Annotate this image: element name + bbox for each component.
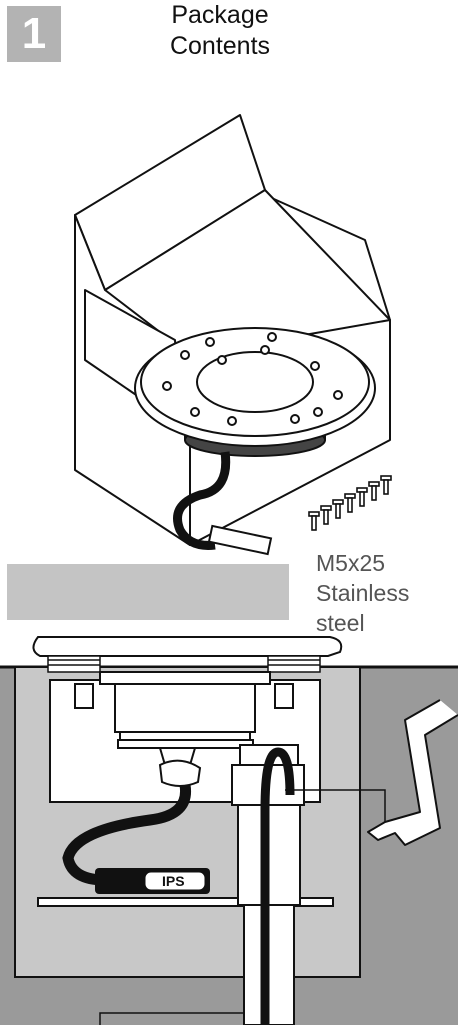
screw-spec-line-2: Stainless <box>316 580 410 606</box>
wrench-tool <box>367 699 458 846</box>
floor-plate <box>37 897 334 907</box>
ips-brand-text: IPS <box>162 873 185 889</box>
step-title-line-1: Package <box>171 1 269 29</box>
connector-top <box>207 524 273 556</box>
screw-spec-label: M5x25 Stainless steel <box>316 548 409 638</box>
package-contents-illustration <box>74 114 392 556</box>
lamp-cover <box>32 636 343 657</box>
section-banner <box>7 564 289 620</box>
leader-line-bottom <box>99 1012 244 1025</box>
step-number-badge: 1 <box>7 6 61 62</box>
conduit-cable <box>260 747 295 1025</box>
lamp-base <box>134 327 376 457</box>
leader-line-right <box>285 789 386 823</box>
buried-cable <box>62 784 192 886</box>
step-title-line-2: Contents <box>169 32 271 60</box>
cable-gland <box>158 759 202 787</box>
step-title: Package Contents <box>150 0 290 62</box>
screws <box>308 475 392 531</box>
screw-spec-line-3: steel <box>316 610 365 636</box>
screw-spec-line-1: M5x25 <box>316 550 386 576</box>
lamp-body <box>74 671 294 766</box>
lamp-cable <box>173 451 231 550</box>
